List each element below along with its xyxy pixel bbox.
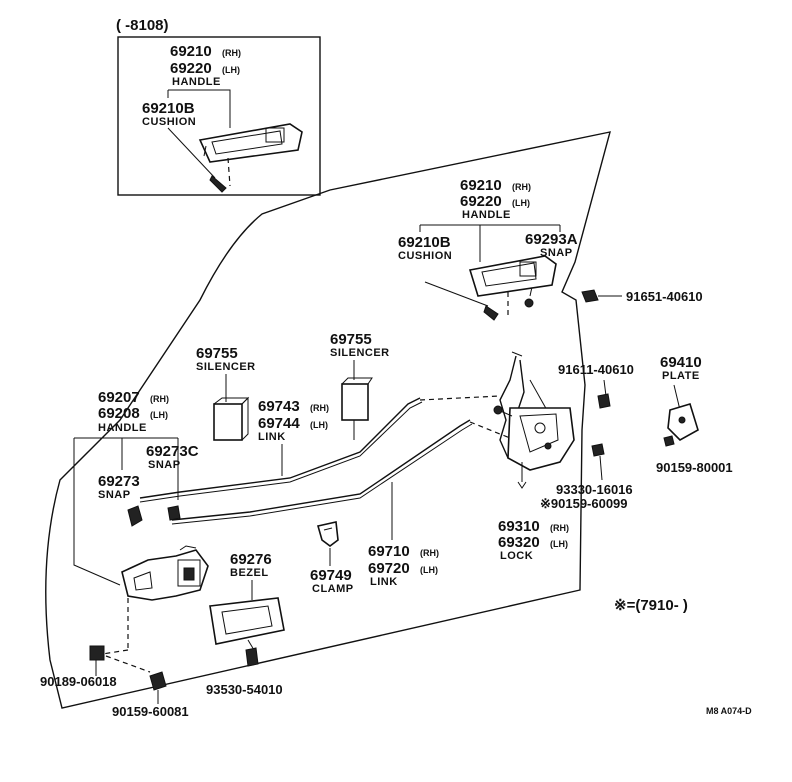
clamp-number: 69749 bbox=[310, 567, 352, 584]
upper-cushion-clip bbox=[483, 305, 499, 321]
footnote-date-range: ※=(7910- ) bbox=[614, 597, 688, 614]
lock-lh-number: 69320 bbox=[498, 534, 540, 551]
lock-lh-side: (LH) bbox=[550, 539, 568, 549]
inset-handle-lh-side: (LH) bbox=[222, 65, 240, 75]
link-lower-lh-side: (LH) bbox=[420, 565, 438, 575]
inset-outer-handle-drawing bbox=[198, 123, 303, 163]
lock-label-group: 69310 (RH) 69320 (LH) LOCK bbox=[498, 518, 569, 562]
snap-clip bbox=[127, 505, 143, 527]
link-lower-lh-number: 69720 bbox=[368, 560, 410, 577]
link-upper-name: LINK bbox=[258, 431, 286, 443]
silencer-left-pad bbox=[213, 403, 243, 441]
link-lower-rh-number: 69710 bbox=[368, 543, 410, 560]
silencer-left-name: SILENCER bbox=[196, 361, 256, 373]
bezel-name: BEZEL bbox=[230, 567, 269, 579]
upper-handle-group: 69210 (RH) 69220 (LH) HANDLE 69210B CUSH… bbox=[398, 177, 578, 321]
upper-snap-name: SNAP bbox=[540, 247, 573, 259]
lock-assembly-group bbox=[493, 351, 575, 489]
screw-93530-label: 93530-54010 bbox=[206, 682, 283, 697]
snap-number: 69273 bbox=[98, 473, 140, 490]
plate-group: 69410 PLATE 90159-80001 bbox=[656, 354, 733, 475]
bezel-frame bbox=[209, 597, 285, 645]
inset-date-range: ( -8108) bbox=[116, 17, 169, 34]
snap-name: SNAP bbox=[98, 489, 131, 501]
bolt-91611-label: 91611-40610 bbox=[558, 362, 634, 377]
upper-handle-lh-number: 69220 bbox=[460, 193, 502, 210]
screw-90159-80001-label: 90159-80001 bbox=[656, 460, 733, 475]
screw-90159-60081-group: 90159-60081 bbox=[112, 671, 189, 719]
upper-handle-rh-number: 69210 bbox=[460, 177, 502, 194]
upper-handle-rh-side: (RH) bbox=[512, 182, 531, 192]
drawing-code: M8 A074-D bbox=[706, 706, 752, 716]
link-upper-label-group: 69743 (RH) 69744 (LH) LINK bbox=[258, 398, 329, 476]
inner-handle-lh-number: 69208 bbox=[98, 405, 140, 422]
nut-90189-group: 90189-06018 bbox=[40, 645, 117, 689]
link-rods bbox=[139, 395, 511, 525]
bolt-91651-label: 91651-40610 bbox=[626, 289, 703, 304]
lock-name: LOCK bbox=[500, 550, 533, 562]
screw-93330-label: 93330-16016 bbox=[556, 482, 633, 497]
silencer-left-group: 69755 SILENCER bbox=[196, 345, 256, 441]
inset-box: ( -8108) 69210 (RH) 69220 (LH) HANDLE 69… bbox=[116, 17, 321, 196]
inset-cushion-clip bbox=[209, 175, 227, 193]
inset-handle-name: HANDLE bbox=[172, 76, 221, 88]
inner-handle-drawing bbox=[121, 545, 209, 601]
link-lower-label-group: 69710 (RH) 69720 (LH) LINK bbox=[368, 482, 439, 588]
inset-handle-lh-number: 69220 bbox=[170, 60, 212, 77]
bezel-group: 69276 BEZEL 93530-54010 bbox=[206, 551, 285, 697]
inset-cushion-name: CUSHION bbox=[142, 116, 196, 128]
silencer-right-group: 69755 SILENCER bbox=[330, 331, 390, 440]
snap-c-clip bbox=[167, 505, 181, 521]
upper-snap-number: 69293A bbox=[525, 231, 578, 248]
silencer-right-number: 69755 bbox=[330, 331, 372, 348]
lock-screws-group: 93330-16016 ※90159-60099 bbox=[540, 443, 633, 511]
link-lower-rh-side: (RH) bbox=[420, 548, 439, 558]
upper-outer-handle-drawing bbox=[468, 255, 557, 297]
nut-90189-label: 90189-06018 bbox=[40, 674, 117, 689]
link-upper-rh-number: 69743 bbox=[258, 398, 300, 415]
snap-c-number: 69273C bbox=[146, 443, 199, 460]
silencer-left-number: 69755 bbox=[196, 345, 238, 362]
clamp-name: CLAMP bbox=[312, 583, 354, 595]
clamp-group: 69749 CLAMP bbox=[310, 521, 354, 595]
lock-rh-number: 69310 bbox=[498, 518, 540, 535]
upper-snap-clip bbox=[524, 298, 534, 308]
inset-handle-rh-side: (RH) bbox=[222, 48, 241, 58]
link-upper-lh-number: 69744 bbox=[258, 415, 300, 432]
plate-number: 69410 bbox=[660, 354, 702, 371]
bolt-91611-group: 91611-40610 bbox=[558, 362, 634, 409]
inner-handle-name: HANDLE bbox=[98, 422, 147, 434]
link-upper-rh-side: (RH) bbox=[310, 403, 329, 413]
link-upper-lh-side: (LH) bbox=[310, 420, 328, 430]
door-outline bbox=[45, 131, 611, 709]
silencer-right-name: SILENCER bbox=[330, 347, 390, 359]
inner-handle-group: 69207 (RH) 69208 (LH) HANDLE 69273C SNAP… bbox=[73, 389, 209, 673]
inner-handle-lh-side: (LH) bbox=[150, 410, 168, 420]
bolt-91651-group: 91651-40610 bbox=[581, 289, 703, 304]
upper-cushion-number: 69210B bbox=[398, 234, 451, 251]
inset-cushion-number: 69210B bbox=[142, 100, 195, 117]
screw-90159-60081-label: 90159-60081 bbox=[112, 704, 189, 719]
bezel-number: 69276 bbox=[230, 551, 272, 568]
inner-handle-rh-side: (RH) bbox=[150, 394, 169, 404]
link-lower-name: LINK bbox=[370, 576, 398, 588]
silencer-right-pad bbox=[341, 383, 369, 421]
upper-handle-name: HANDLE bbox=[462, 209, 511, 221]
upper-cushion-name: CUSHION bbox=[398, 250, 452, 262]
inner-handle-rh-number: 69207 bbox=[98, 389, 140, 406]
snap-c-name: SNAP bbox=[148, 459, 181, 471]
screw-90159-60099-label: ※90159-60099 bbox=[540, 496, 628, 511]
plate-name: PLATE bbox=[662, 370, 700, 382]
lock-rh-side: (RH) bbox=[550, 523, 569, 533]
inset-handle-rh-number: 69210 bbox=[170, 43, 212, 60]
upper-handle-lh-side: (LH) bbox=[512, 198, 530, 208]
